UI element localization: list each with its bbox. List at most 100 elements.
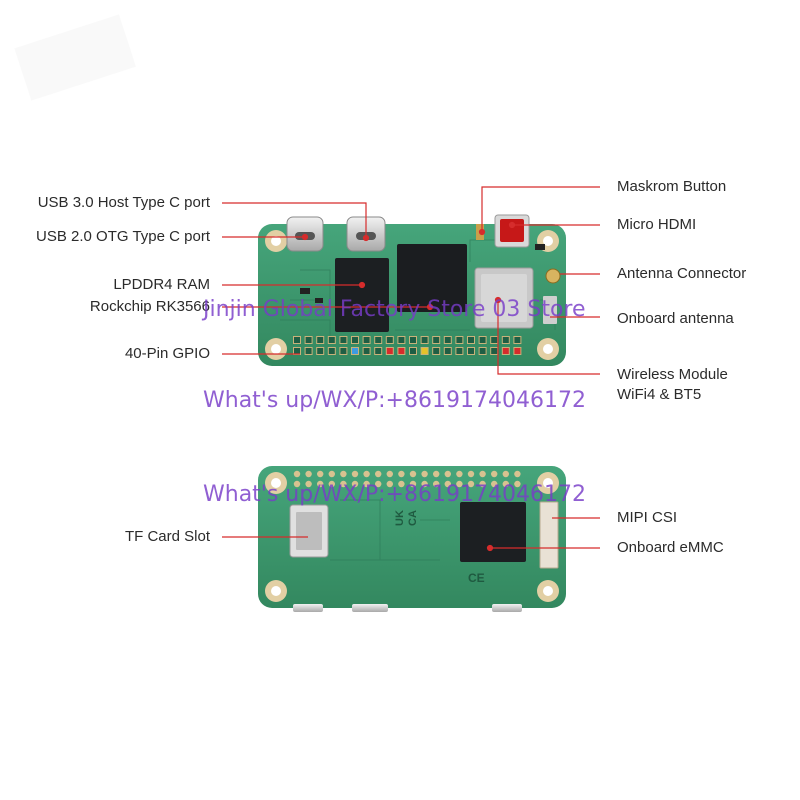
gpio-pin [293, 336, 301, 344]
label-tf-card: TF Card Slot [124, 528, 210, 545]
wireless-module [474, 267, 534, 329]
leader-dot-usb20 [301, 233, 309, 241]
label-onboard-antenna: Onboard antenna [617, 310, 734, 327]
background-smudge [14, 14, 136, 101]
mount-hole [271, 586, 281, 596]
gpio-pin [409, 336, 417, 344]
watermark-store: Jinjin Global Factory Store 03 Store [203, 297, 586, 322]
gpio-pin [432, 336, 441, 344]
watermark-contact-2: What's up/WX/P:+8619174046172 [203, 482, 586, 507]
leader-dot-usb30 [362, 234, 370, 242]
gpio-pin [443, 336, 452, 344]
gpio-pin [316, 347, 325, 355]
maskrom-button [494, 214, 530, 248]
mount-hole [543, 478, 553, 488]
label-ram: LPDDR4 RAM [113, 276, 210, 293]
gpio-hole [433, 480, 440, 488]
gpio-pin [467, 336, 475, 344]
board-bottom: UK CA CE [258, 466, 566, 612]
leader-dot-wireless [494, 296, 502, 304]
gpio-hole [491, 470, 498, 478]
label-usb30: USB 3.0 Host Type C port [37, 194, 210, 211]
gpio-pin [351, 347, 359, 355]
gpio-hole [502, 470, 509, 478]
gpio-pin [339, 336, 348, 344]
gpio-pin [501, 347, 510, 355]
gpio-header [293, 336, 522, 355]
leader-wireless [497, 300, 600, 375]
gpio-hole [467, 480, 475, 488]
gpio-pin [513, 336, 522, 344]
gpio-hole [491, 480, 498, 488]
label-antenna-connector: Antenna Connector [617, 265, 747, 282]
gpio-hole [386, 470, 393, 478]
label-wireless-line1: Wireless Module [617, 366, 728, 383]
gpio-hole [467, 470, 475, 478]
gpio-hole [444, 470, 451, 478]
gpio-hole [444, 480, 451, 488]
leader-dot-emmc [486, 544, 494, 552]
gpio-hole [317, 470, 324, 478]
pcb-traces-bottom [330, 499, 450, 561]
gpio-pin [455, 347, 464, 355]
gpio-pin [490, 347, 499, 355]
gpio-pin [420, 336, 429, 344]
leader-lines [222, 186, 600, 552]
leader-maskrom [481, 186, 600, 232]
gpio-pin [374, 347, 383, 355]
label-wireless-line2: WiFi4 & BT5 [617, 386, 702, 403]
soc-chip [397, 244, 467, 312]
gpio-pin [501, 336, 510, 344]
gpio-pin [467, 347, 475, 355]
gpio-hole [340, 480, 347, 488]
mount-hole [543, 236, 553, 246]
label-hdmi: Micro HDMI [617, 216, 697, 233]
gpio-hole [514, 480, 521, 488]
gpio-pin [478, 347, 487, 355]
gpio-hole [514, 470, 521, 478]
gpio-hole [409, 470, 417, 478]
gpio-hole [293, 470, 301, 478]
gpio-hole [363, 470, 370, 478]
gpio-pin [455, 336, 464, 344]
gpio-hole [351, 480, 359, 488]
board-top [258, 214, 566, 366]
gpio-pin [327, 336, 336, 344]
gpio-pin [397, 347, 406, 355]
mount-hole [271, 236, 281, 246]
gpio-pin [351, 336, 359, 344]
gpio-hole [398, 470, 405, 478]
gpio-pin [432, 347, 441, 355]
gpio-hole [433, 470, 440, 478]
gpio-hole [363, 480, 370, 488]
gpio-pin [490, 336, 499, 344]
gpio-hole [328, 480, 335, 488]
uk-ca-mark: UK [394, 510, 406, 526]
mipi-csi-connector [539, 501, 559, 569]
gpio-pin [316, 336, 325, 344]
gpio-hole [305, 470, 312, 478]
gpio-pin [409, 347, 417, 355]
gpio-hole [375, 480, 382, 488]
gpio-pin [374, 336, 383, 344]
leader-dot-hdmi [508, 221, 516, 229]
gpio-pin [478, 336, 487, 344]
ca-mark: CA [407, 510, 419, 526]
gpio-pin [397, 336, 406, 344]
leader-dot-maskrom [478, 228, 486, 236]
gpio-hole [456, 470, 463, 478]
leader-usb30 [222, 202, 367, 238]
gpio-hole [340, 470, 347, 478]
pcb-bottom [258, 466, 566, 608]
label-mipi: MIPI CSI [617, 509, 678, 526]
watermark-contact-1: What's up/WX/P:+8619174046172 [203, 388, 586, 413]
gpio-pin [385, 347, 394, 355]
gpio-hole [479, 470, 486, 478]
ram-chip [335, 258, 389, 332]
gpio-pin [385, 336, 394, 344]
gpio-hole [456, 480, 463, 488]
gpio-pin [420, 347, 429, 355]
leader-dot-soc [426, 303, 434, 311]
gpio-pin [339, 347, 348, 355]
gpio-pin [513, 347, 522, 355]
